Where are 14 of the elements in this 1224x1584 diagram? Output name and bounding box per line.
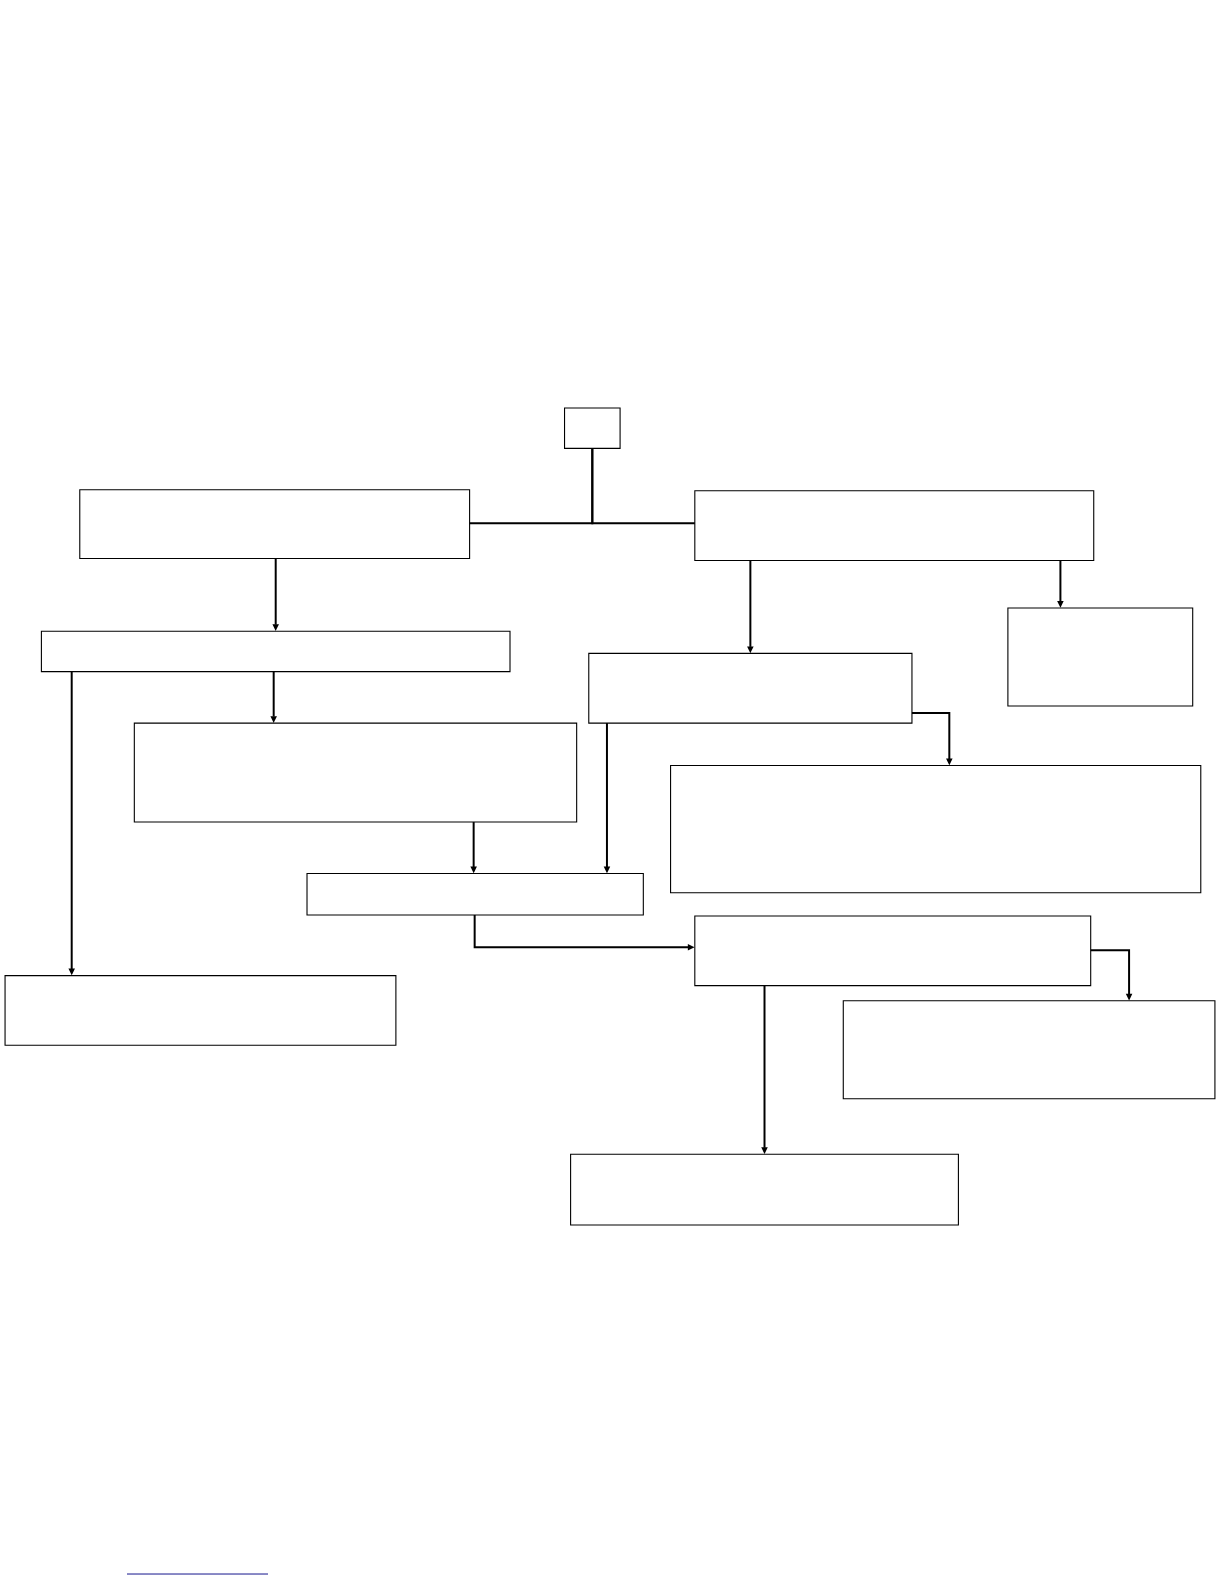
flow-box [79,489,471,560]
flow-box [694,490,1095,562]
flow-box [4,975,397,1046]
flow-box [842,1000,1216,1100]
flow-box [564,407,621,449]
flow-box [1007,607,1194,707]
flow-box [133,722,578,823]
flow-box [588,652,913,724]
flow-box [40,630,511,673]
connector-line [591,447,696,525]
flow-box [570,1153,959,1226]
flow-box [694,915,1092,987]
flow-box [670,764,1202,894]
flow-box [306,873,644,916]
